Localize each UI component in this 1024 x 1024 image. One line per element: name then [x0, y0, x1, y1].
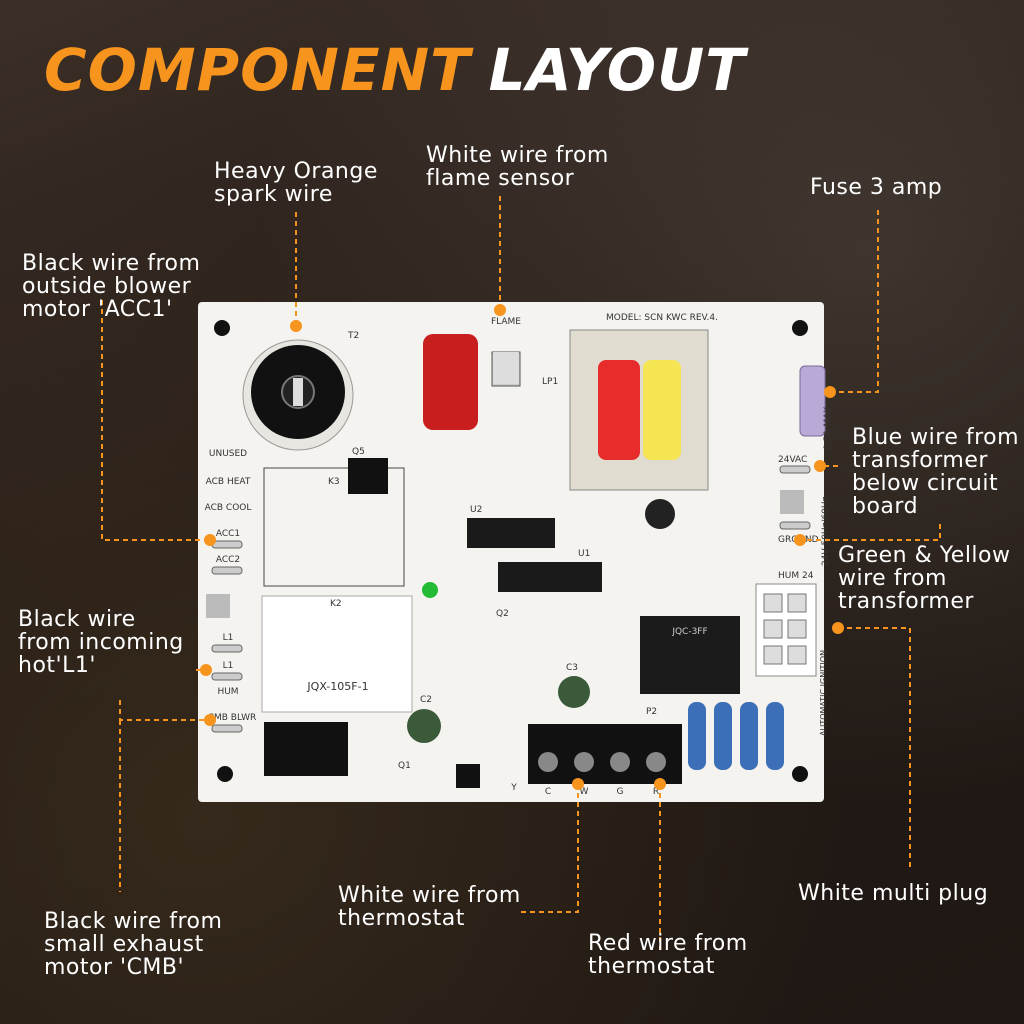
svg-text:Y: Y: [510, 783, 517, 793]
spark-transformer-t2: [242, 339, 354, 451]
svg-text:C2: C2: [420, 695, 432, 705]
svg-text:Q5: Q5: [352, 447, 365, 457]
svg-text:LP1: LP1: [542, 377, 558, 387]
model-label: MODEL: SCN KWC REV.4.: [606, 313, 718, 323]
ic-u1: [498, 562, 602, 592]
callout-fuse: Fuse 3 amp: [810, 175, 943, 200]
callout-blue-wire: Blue wire from transformer below circuit…: [852, 425, 1020, 519]
svg-text:C3: C3: [566, 663, 578, 673]
relay-k3-outline: [263, 467, 405, 587]
leader-dots: [200, 304, 844, 790]
callout-l1: Black wire from incoming hot'L1': [18, 607, 184, 678]
ic-u2: [467, 518, 555, 548]
svg-text:Q1: Q1: [398, 761, 411, 771]
left-terminal-labels: UNUSED ACB HEAT ACB COOL ACC1 ACC2 L1 L1…: [205, 449, 257, 723]
svg-text:W: W: [580, 787, 589, 797]
svg-text:Q2: Q2: [496, 609, 509, 619]
title-part1: COMPONENT: [44, 36, 471, 104]
callout-green-yellow: Green & Yellow wire from transformer: [838, 543, 1011, 614]
led-an1: [422, 582, 438, 598]
callout-red-thermostat: Red wire from thermostat: [588, 931, 748, 979]
flame-label: FLAME: [491, 317, 521, 327]
pad-square: [206, 594, 230, 618]
svg-text:ACC1: ACC1: [216, 529, 240, 539]
svg-text:U1: U1: [578, 549, 590, 559]
capacitor-c3: [558, 676, 590, 708]
black-capacitor: [264, 722, 348, 776]
callout-acc1: Black wire from outside blower motor 'AC…: [22, 251, 201, 322]
relay-k2-label: JQX-105F-1: [306, 680, 368, 693]
svg-text:G: G: [617, 787, 624, 797]
svg-text:24VAC: 24VAC: [778, 455, 807, 465]
pad-square: [456, 764, 480, 788]
left-terminal-pins: [211, 540, 243, 733]
svg-text:UNUSED: UNUSED: [209, 449, 247, 459]
svg-text:L1: L1: [223, 633, 234, 643]
callout-cmb: Black wire from small exhaust motor 'CMB…: [44, 909, 223, 980]
capacitor-c8: [645, 499, 675, 529]
leader-lines: [101, 196, 941, 950]
title-part2: LAYOUT: [488, 36, 746, 104]
svg-text:CMB BLWR: CMB BLWR: [208, 713, 257, 723]
svg-text:ACB COOL: ACB COOL: [205, 503, 252, 513]
fuse-rating-label: 0.5A MAX: [823, 407, 833, 450]
ignition-note: AUTOMATIC IGNITION: [819, 650, 828, 736]
svg-text:P2: P2: [646, 707, 657, 717]
svg-text:K2: K2: [330, 599, 342, 609]
power-resistors: [688, 702, 784, 770]
relay-small: [640, 616, 740, 694]
svg-text:ACB HEAT: ACB HEAT: [206, 477, 251, 487]
red-capacitor: [423, 334, 478, 430]
svg-text:U2: U2: [470, 505, 482, 515]
relay-small-label: JQC-3FF: [671, 627, 707, 637]
transistor-q5: [348, 458, 388, 494]
pad-square: [493, 352, 519, 384]
voltage-note: 24V 50Hz/60Hz: [821, 496, 831, 566]
mounting-holes: [214, 320, 808, 782]
svg-text:L1: L1: [223, 661, 234, 671]
callout-multi-plug: White multi plug: [798, 881, 989, 906]
svg-text:T2: T2: [347, 331, 359, 341]
terminal-block-labels: Y C W G R: [510, 783, 659, 797]
svg-text:C: C: [545, 787, 551, 797]
main-transformer: [569, 329, 709, 491]
fuse-3a: [799, 365, 826, 437]
callout-spark-wire: Heavy Orange spark wire: [214, 159, 378, 207]
svg-text:HUM 24: HUM 24: [778, 571, 814, 581]
right-labels: 24VAC GROUND HUM 24: [778, 455, 819, 581]
thermostat-terminal-block: [528, 724, 682, 784]
right-terminal-pins: [779, 465, 811, 530]
svg-text:HUM: HUM: [217, 687, 238, 697]
capacitor-c2: [407, 709, 441, 743]
component-designators: U2 U1 Q5 K3 K2 T2 LP1 Q2 Q1 C2 C3 P2: [328, 331, 657, 771]
relay-k2: [261, 595, 413, 713]
pad-square: [780, 490, 804, 514]
white-multi-plug: [755, 583, 817, 677]
callout-white-thermostat: White wire from thermostat: [338, 883, 521, 931]
svg-text:ACC2: ACC2: [216, 555, 240, 565]
callout-flame-sensor: White wire from flame sensor: [426, 143, 609, 191]
svg-text:R: R: [653, 787, 659, 797]
svg-text:K3: K3: [328, 477, 340, 487]
